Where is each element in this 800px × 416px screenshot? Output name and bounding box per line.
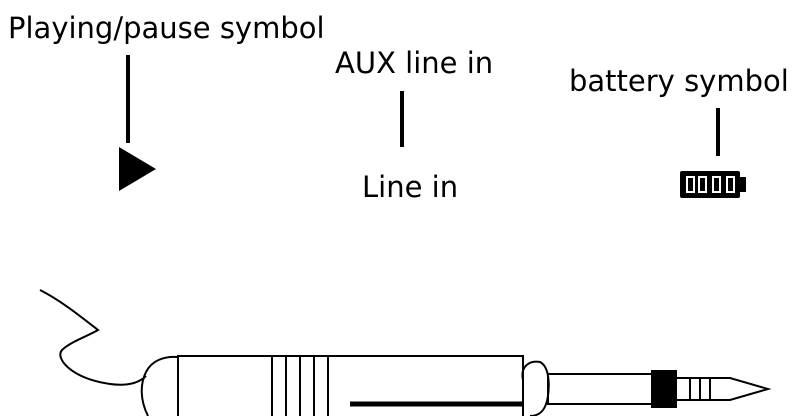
play-pause-leader-line [126, 55, 130, 143]
plug-shaft [547, 373, 653, 405]
line-in-label: Line in [362, 170, 459, 204]
plug-cap [140, 355, 179, 416]
play-icon [119, 147, 156, 191]
plug-collar [521, 360, 550, 416]
play-pause-label: Playing/pause symbol [8, 11, 325, 45]
battery-icon [680, 171, 746, 198]
battery-leader-line [716, 108, 720, 156]
plug-body [177, 355, 524, 416]
aux-plug [39, 289, 772, 416]
plug-tip [675, 377, 772, 401]
battery-label: battery symbol [569, 64, 789, 98]
plug-ring [651, 370, 677, 408]
aux-cable [39, 289, 147, 386]
aux-line-in-label: AUX line in [335, 46, 494, 80]
aux-leader-line [400, 91, 404, 147]
